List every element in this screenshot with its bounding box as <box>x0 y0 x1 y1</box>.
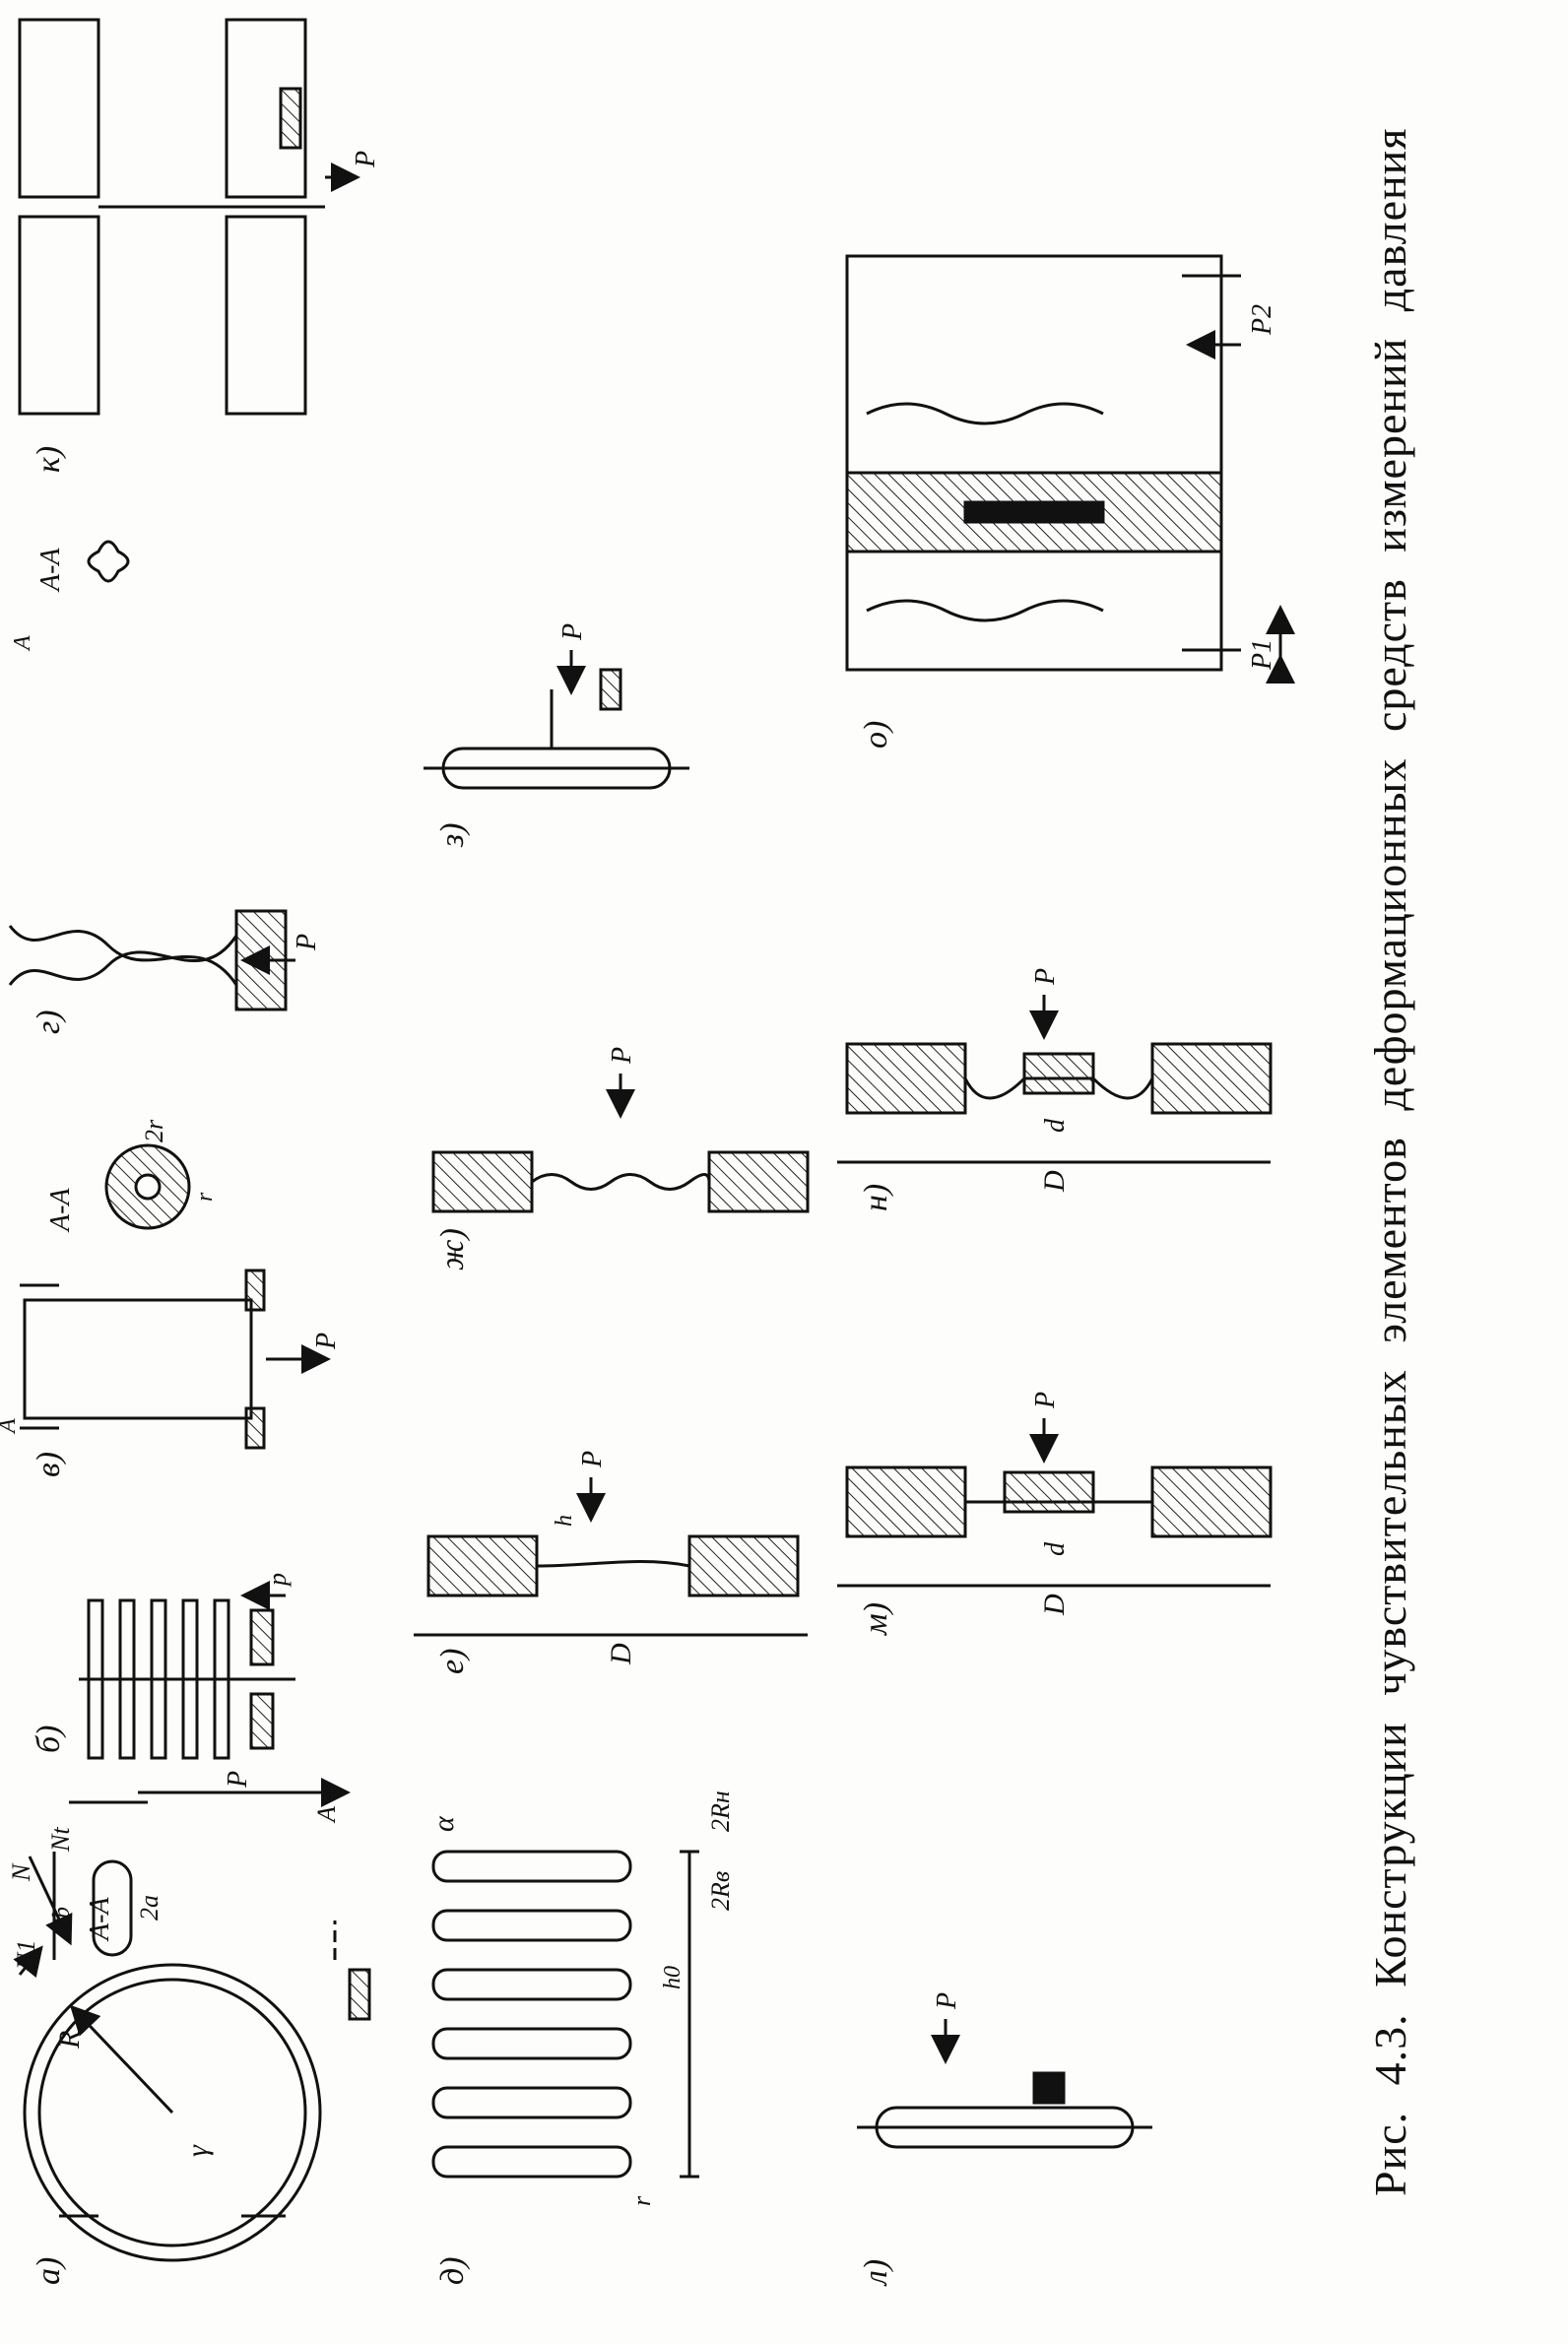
label-a-2a: 2a <box>135 1895 163 1921</box>
label-a-section: A-A <box>85 1897 115 1942</box>
label-v-2r: 2r <box>140 1119 168 1142</box>
label-o: о) <box>858 721 894 749</box>
label-m-D: D <box>1038 1594 1071 1616</box>
label-n: н) <box>858 1184 894 1211</box>
panel-b-coil-spring <box>79 1581 295 1760</box>
label-a-gamma: γ <box>181 2144 214 2157</box>
panel-o-differential-unit <box>845 254 1295 684</box>
panel-v-straight-tube <box>20 1143 331 1450</box>
label-d-h0: h0 <box>660 1966 686 1989</box>
panel-a-bourdon-tube <box>13 1778 371 2262</box>
label-a-2b: 2b <box>49 1907 75 1930</box>
panel-d-corrugated-bellows <box>431 1850 699 2179</box>
panel-g-twisted-tube <box>8 540 295 1011</box>
panel-k-bellows <box>18 18 360 416</box>
caption-text: Рис. 4.3. Конструкции чувствительных эле… <box>1365 127 1415 2196</box>
panel-m-membrane-rigid-center <box>837 1418 1273 1588</box>
label-n-P: P <box>1030 968 1061 986</box>
panel-e-flat-membrane <box>414 1477 808 1637</box>
label-zh-P: P <box>607 1047 637 1065</box>
label-n-d: d <box>1040 1118 1071 1133</box>
label-e: е) <box>434 1649 471 1674</box>
label-a-A: A <box>312 1806 341 1824</box>
label-a-P: P <box>223 1771 253 1789</box>
label-g: г) <box>31 1009 67 1034</box>
label-g-section: A-A <box>35 548 66 593</box>
label-m-P: P <box>1030 1392 1061 1409</box>
label-b: б) <box>31 1725 67 1753</box>
label-n-D: D <box>1038 1170 1071 1193</box>
panel-zh-corrugated-membrane <box>431 1074 810 1213</box>
label-d-r: r <box>627 2195 656 2206</box>
label-d-alpha: α <box>427 1815 460 1832</box>
panel-z-capsule <box>424 650 689 790</box>
label-z: з) <box>434 822 471 848</box>
label-v-A: A <box>0 1418 21 1435</box>
label-a-Nt: Nt <box>46 1827 75 1853</box>
label-o-P1: P1 <box>1247 639 1277 671</box>
label-o-P2: P2 <box>1247 304 1277 336</box>
panel-l-capsule <box>857 2019 1152 2149</box>
label-v-r: r <box>192 1192 218 1202</box>
label-v-P: P <box>311 1333 342 1350</box>
label-b-P: p <box>263 1573 292 1588</box>
figure-caption: Рис. 4.3. Конструкции чувствительных эле… <box>1364 128 1416 2196</box>
label-d-Rv: 2Rв <box>706 1871 735 1911</box>
label-l: л) <box>858 2259 894 2287</box>
label-g-A: A <box>10 635 35 652</box>
label-z-P: P <box>557 623 588 641</box>
label-a-N1: N1 <box>12 1940 40 1971</box>
label-k-P: P <box>351 151 381 168</box>
label-e-h: h <box>552 1515 577 1527</box>
label-e-D: D <box>605 1643 637 1665</box>
label-a: а) <box>31 2257 67 2285</box>
label-zh: ж) <box>434 1228 471 1270</box>
label-e-P: P <box>577 1451 608 1468</box>
panel-n-membrane-rigid-center <box>837 995 1273 1164</box>
label-m: м) <box>858 1602 894 1636</box>
label-v: в) <box>31 1452 67 1477</box>
label-v-section: A-A <box>45 1188 76 1233</box>
label-a-N: N <box>7 1862 35 1882</box>
label-k: к) <box>31 446 67 473</box>
label-d: д) <box>434 2256 471 2285</box>
label-m-d: d <box>1040 1541 1071 1556</box>
label-a-R: R <box>53 2031 86 2050</box>
label-d-Rn: 2Rн <box>706 1791 735 1832</box>
label-l-P: P <box>932 1992 962 2010</box>
label-g-P: P <box>292 934 322 951</box>
